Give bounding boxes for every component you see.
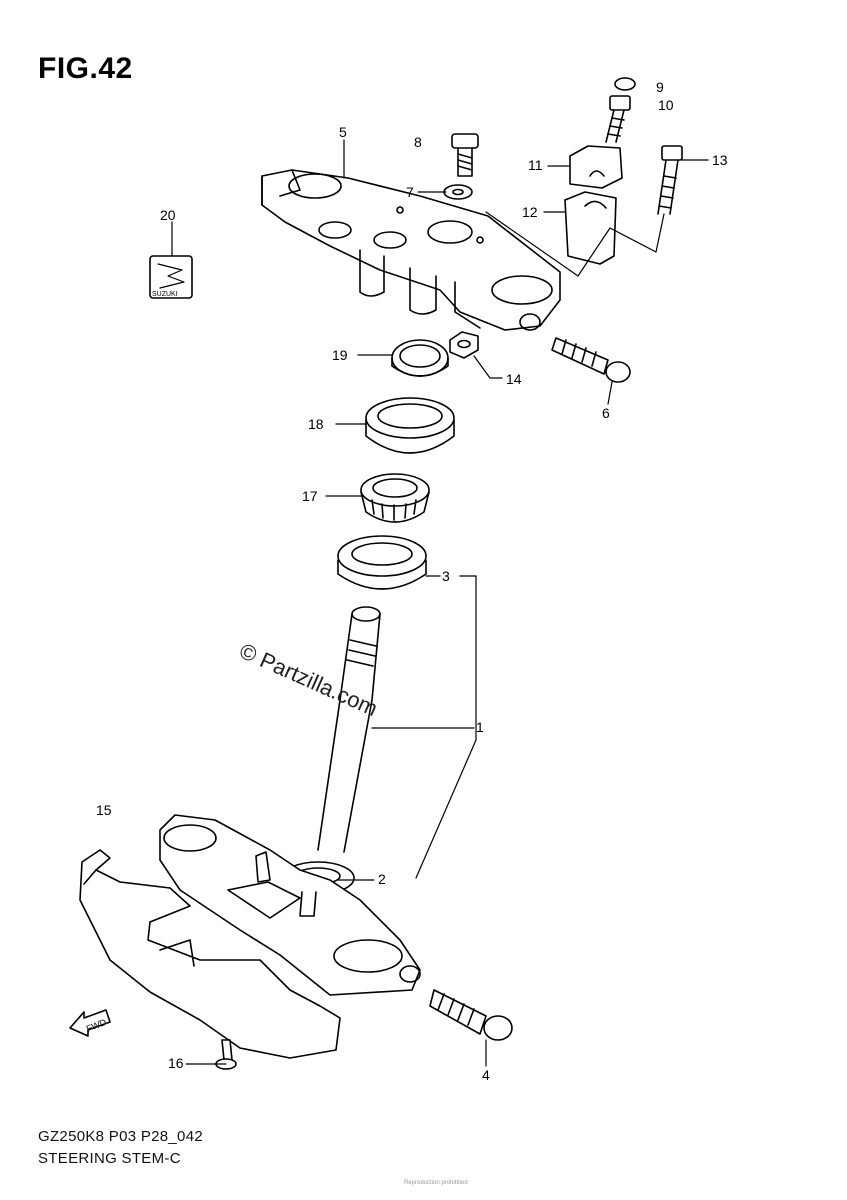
callout-10: 10: [658, 97, 674, 113]
lock-nut-19: [391, 339, 449, 377]
callout-9: 9: [656, 79, 664, 95]
callout-16: 16: [168, 1055, 184, 1071]
bearing-17: [360, 473, 430, 523]
steering-stem-1: [317, 606, 381, 853]
section-name: STEERING STEM-C: [38, 1150, 181, 1167]
callout-20: 20: [160, 207, 176, 223]
callout-13: 13: [712, 152, 728, 168]
forward-arrow-icon: [69, 1009, 111, 1037]
nut-14: [449, 331, 479, 359]
callout-7: 7: [406, 184, 414, 200]
callout-19: 19: [332, 347, 348, 363]
callout-8: 8: [414, 134, 422, 150]
bolt-8: [451, 133, 479, 177]
washer-7: [443, 184, 473, 200]
callout-2: 2: [378, 871, 386, 887]
bolt-13: [657, 145, 683, 215]
callout-11: 11: [528, 157, 543, 173]
callout-4: 4: [482, 1067, 490, 1083]
holder-upper-11: [569, 145, 623, 189]
bolt-6: [551, 337, 631, 383]
suzuki-emblem-20: [149, 255, 193, 299]
callout-6: 6: [602, 405, 610, 421]
bolt-4: [429, 989, 513, 1041]
callout-12: 12: [522, 204, 538, 220]
lower-bracket-15: [79, 814, 421, 1059]
bearing-race-3: [337, 535, 427, 590]
callout-5: 5: [339, 124, 347, 140]
cap-bolt-9-10: [605, 77, 636, 143]
upper-bracket: [261, 169, 561, 331]
callout-18: 18: [308, 416, 324, 432]
dust-seal-18: [365, 397, 455, 454]
callout-17: 17: [302, 488, 318, 504]
suzuki-label: SUZUKI: [152, 291, 178, 298]
copyright-note: Reproduction prohibited: [404, 1180, 468, 1186]
callout-14: 14: [506, 371, 522, 387]
figure-title: FIG.42: [38, 52, 133, 85]
callout-1: 1: [476, 719, 484, 735]
bolt-16: [215, 1039, 237, 1070]
holder-lower-12: [564, 191, 617, 265]
callout-15: 15: [96, 802, 112, 818]
callout-3: 3: [442, 568, 450, 584]
model-code: GZ250K8 P03 P28_042: [38, 1128, 203, 1145]
